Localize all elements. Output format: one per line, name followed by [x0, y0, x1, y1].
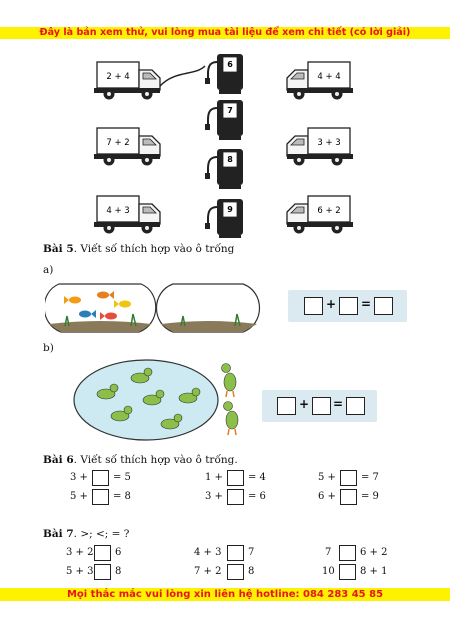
equation-a: + = — [288, 290, 407, 322]
bai6-r1c3-left: 5 + — [318, 472, 336, 483]
truck-left-2-label: 7 + 2 — [106, 138, 129, 148]
equation-a-equals: = — [361, 297, 372, 311]
bai6-r2c2-right: = 6 — [248, 491, 266, 502]
truck-right-2: 3 + 3 — [286, 127, 354, 167]
bai6-r2c1-box[interactable] — [92, 489, 109, 505]
bai6-heading: Bài 6. Viết số thích hợp vào ô trống. — [43, 454, 238, 466]
bai6-text: . Viết số thích hợp vào ô trống. — [73, 454, 238, 466]
bai6-r1c1-left: 3 + — [70, 472, 88, 483]
bai7-r1c1-box[interactable] — [94, 545, 111, 561]
pump-4-number: 9 — [227, 205, 233, 214]
truck-left-3: 4 + 3 — [93, 195, 161, 235]
fish-bowl-right — [156, 283, 260, 333]
bai6-r2c1-right: = 8 — [113, 491, 131, 502]
bai6-r2c2-left: 3 + — [205, 491, 223, 502]
bai5-heading: Bài 5. Viết số thích hợp vào ô trống — [43, 243, 234, 255]
equation-b-plus: + — [299, 397, 310, 411]
fuel-hose — [159, 65, 206, 87]
pump-3-number: 8 — [227, 155, 233, 164]
truck-right-1: 4 + 4 — [286, 61, 354, 101]
bai6-r1c2-right: = 4 — [248, 472, 266, 483]
bai6-r2c3-right: = 9 — [361, 491, 379, 502]
truck-right-3: 6 + 2 — [286, 195, 354, 235]
equation-b-box-1[interactable] — [277, 397, 296, 415]
bai6-label: Bài 6 — [43, 454, 74, 466]
bai6-r1c2-left: 1 + — [205, 472, 223, 483]
truck-left-3-label: 4 + 3 — [106, 206, 129, 216]
bai5-part-a: a) — [43, 264, 54, 276]
bai7-r1c3-left: 7 — [325, 547, 332, 558]
fish-bowl-left — [45, 283, 157, 333]
pump-2: 7 — [204, 99, 244, 141]
pump-2-number: 7 — [227, 106, 233, 115]
equation-b-box-3[interactable] — [346, 397, 365, 415]
bai7-label: Bài 7 — [43, 528, 74, 540]
equation-a-box-3[interactable] — [374, 297, 393, 315]
fish-icon — [64, 291, 131, 320]
standing-duck-icon — [221, 363, 239, 436]
bai7-r2c3-box[interactable] — [339, 564, 356, 580]
fish-bowls-illustration — [45, 283, 260, 333]
preview-banner: Đây là bản xem thử, vui lòng mua tài liệ… — [0, 27, 450, 39]
bai7-r2c3-left: 10 — [322, 566, 335, 577]
truck-right-2-label: 3 + 3 — [317, 138, 340, 148]
bai6-r2c3-box[interactable] — [340, 489, 357, 505]
bai7-r1c1-left: 3 + 2 — [66, 547, 94, 558]
equation-a-box-2[interactable] — [339, 297, 358, 315]
equation-b: + = — [262, 390, 377, 422]
bai7-r2c2-left: 7 + 2 — [194, 566, 222, 577]
pump-1-number: 6 — [227, 60, 233, 69]
bai7-r1c3-box[interactable] — [339, 545, 356, 561]
bai7-r2c1-left: 5 + 3 — [66, 566, 94, 577]
bai7-r1c3-right: 6 + 2 — [360, 547, 388, 558]
pump-1: 6 — [204, 53, 244, 95]
pump-3: 8 — [204, 148, 244, 190]
bai6-r1c1-right: = 5 — [113, 472, 131, 483]
bai5-part-b: b) — [43, 342, 54, 354]
hotline-banner: Mọi thắc mắc vui lòng xin liên hệ hotlin… — [0, 588, 450, 601]
truck-right-1-label: 4 + 4 — [317, 72, 340, 82]
bai7-text: . >; <; = ? — [73, 528, 130, 540]
bai6-r1c1-box[interactable] — [92, 470, 109, 486]
bai6-r1c3-right: = 7 — [361, 472, 379, 483]
bai7-r2c3-right: 8 + 1 — [360, 566, 388, 577]
bai7-heading: Bài 7. >; <; = ? — [43, 528, 129, 540]
bai7-r2c2-box[interactable] — [227, 564, 244, 580]
bai5-label: Bài 5 — [43, 243, 74, 255]
bai6-r1c2-box[interactable] — [227, 470, 244, 486]
truck-left-2: 7 + 2 — [93, 127, 161, 167]
bai7-r2c1-right: 8 — [115, 566, 122, 577]
bai7-r1c2-left: 4 + 3 — [194, 547, 222, 558]
truck-left-1-label: 2 + 4 — [106, 72, 129, 82]
truck-left-1: 2 + 4 — [93, 61, 161, 101]
equation-b-box-2[interactable] — [312, 397, 331, 415]
equation-b-equals: = — [333, 397, 344, 411]
bai5-text: . Viết số thích hợp vào ô trống — [73, 243, 235, 255]
bai6-r1c3-box[interactable] — [340, 470, 357, 486]
duck-icon — [96, 367, 201, 430]
equation-a-box-1[interactable] — [304, 297, 323, 315]
bai7-r1c2-right: 7 — [248, 547, 255, 558]
bai7-r1c1-right: 6 — [115, 547, 122, 558]
bai7-r2c2-right: 8 — [248, 566, 255, 577]
bai7-r1c2-box[interactable] — [227, 545, 244, 561]
equation-a-plus: + — [326, 297, 337, 311]
bai6-r2c3-left: 6 + — [318, 491, 336, 502]
bai6-r2c1-left: 5 + — [70, 491, 88, 502]
truck-pump-illustration: 2 + 4 7 + 2 4 + 3 4 + 4 3 + 3 6 + 2 6 7 … — [93, 53, 354, 238]
bai6-r2c2-box[interactable] — [227, 489, 244, 505]
pump-4: 9 — [204, 198, 244, 238]
bai7-r2c1-box[interactable] — [94, 564, 111, 580]
truck-right-3-label: 6 + 2 — [317, 206, 340, 216]
duck-pond-illustration — [73, 359, 239, 441]
